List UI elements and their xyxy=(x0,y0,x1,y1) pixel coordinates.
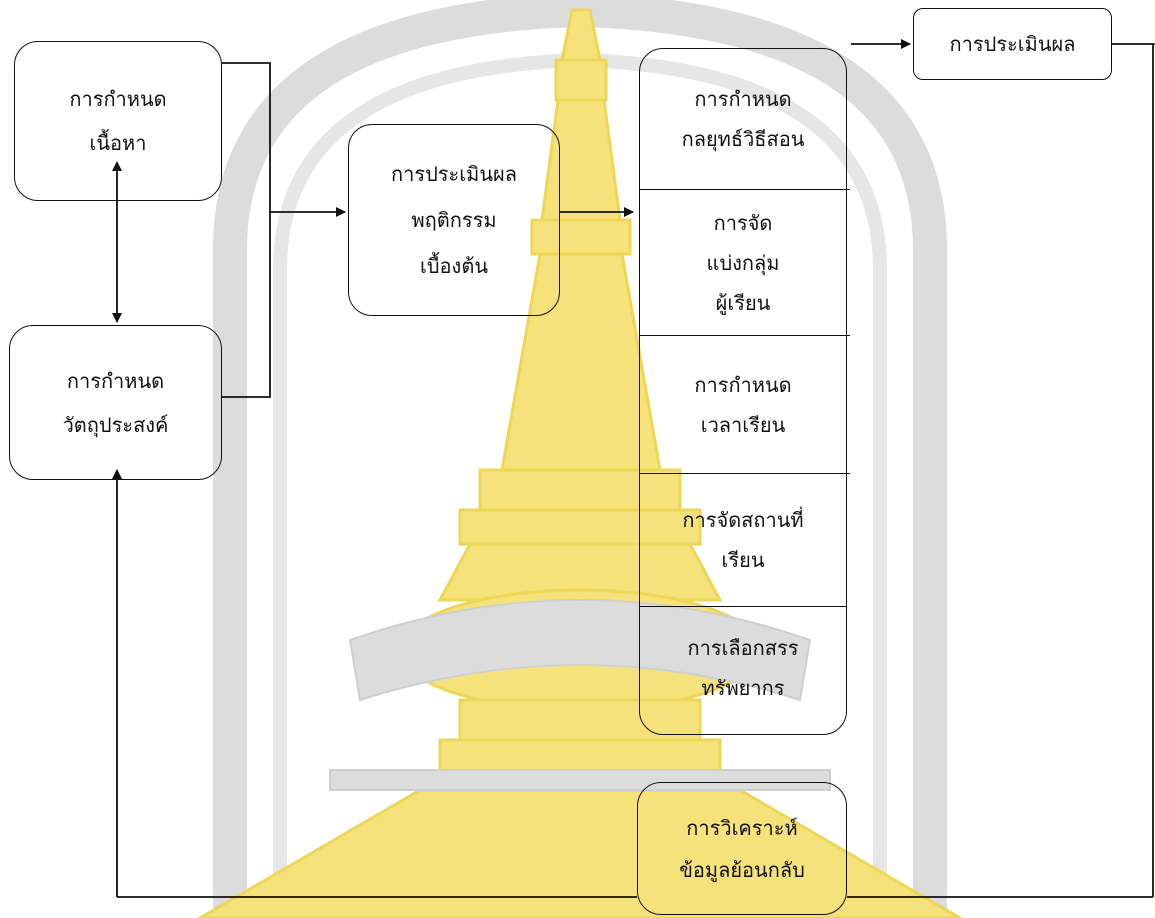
time-line-2: เวลาเรียน xyxy=(700,412,786,437)
objectives-box: การกำหนด วัตถุประสงค์ xyxy=(9,325,222,480)
place-line-2: เรียน xyxy=(721,548,765,572)
pre-assessment-line-2: พฤติกรรม xyxy=(411,208,497,232)
feedback-box: การวิเคราะห์ ข้อมูลย้อนกลับ xyxy=(637,782,847,915)
strategy-line-2: กลยุทธ์วิธีสอน xyxy=(681,127,805,151)
pre-assessment-line-3: เบื้องต้น xyxy=(420,254,488,278)
time-line-1: การกำหนด xyxy=(694,372,792,397)
pre-assessment-box: การประเมินผล พฤติกรรม เบื้องต้น xyxy=(348,124,560,316)
grouping-line-1: การจัด xyxy=(713,211,773,235)
stack-cell-resources: การเลือกสรร ทรัพยากร xyxy=(640,608,846,728)
stack-cell-time: การกำหนด เวลาเรียน xyxy=(640,337,846,472)
stack-cell-grouping: การจัด แบ่งกลุ่ม ผู้เรียน xyxy=(640,191,846,335)
stack-cell-place: การจัดสถานที่ เรียน xyxy=(640,475,846,605)
resources-line-2: ทรัพยากร xyxy=(701,676,785,700)
feedback-line-2: ข้อมูลย้อนกลับ xyxy=(679,857,805,882)
content-line-2: เนื้อหา xyxy=(89,131,147,155)
feedback-line-1: การวิเคราะห์ xyxy=(686,815,798,840)
grouping-line-2: แบ่งกลุ่ม xyxy=(706,251,780,275)
grouping-line-3: ผู้เรียน xyxy=(715,291,771,315)
objectives-line-2: วัตถุประสงค์ xyxy=(62,412,169,437)
stack-divider xyxy=(640,606,846,607)
strategy-line-1: การกำหนด xyxy=(694,87,792,111)
objectives-line-1: การกำหนด xyxy=(66,368,165,393)
content-line-1: การกำหนด xyxy=(69,87,167,111)
evaluation-label: การประเมินผล xyxy=(949,32,1076,56)
content-box: การกำหนด เนื้อหา xyxy=(14,41,222,201)
evaluation-box: การประเมินผล xyxy=(913,8,1112,80)
stack-cell-strategy: การกำหนด กลยุทธ์วิธีสอน xyxy=(640,49,846,189)
instruction-strategy-stack: การกำหนด กลยุทธ์วิธีสอน การจัด แบ่งกลุ่ม… xyxy=(639,48,850,735)
stack-divider xyxy=(640,473,850,474)
stack-divider xyxy=(640,335,850,336)
stack-divider xyxy=(640,189,850,190)
resources-line-1: การเลือกสรร xyxy=(687,636,799,660)
place-line-1: การจัดสถานที่ xyxy=(682,508,804,532)
pre-assessment-line-1: การประเมินผล xyxy=(391,162,517,186)
